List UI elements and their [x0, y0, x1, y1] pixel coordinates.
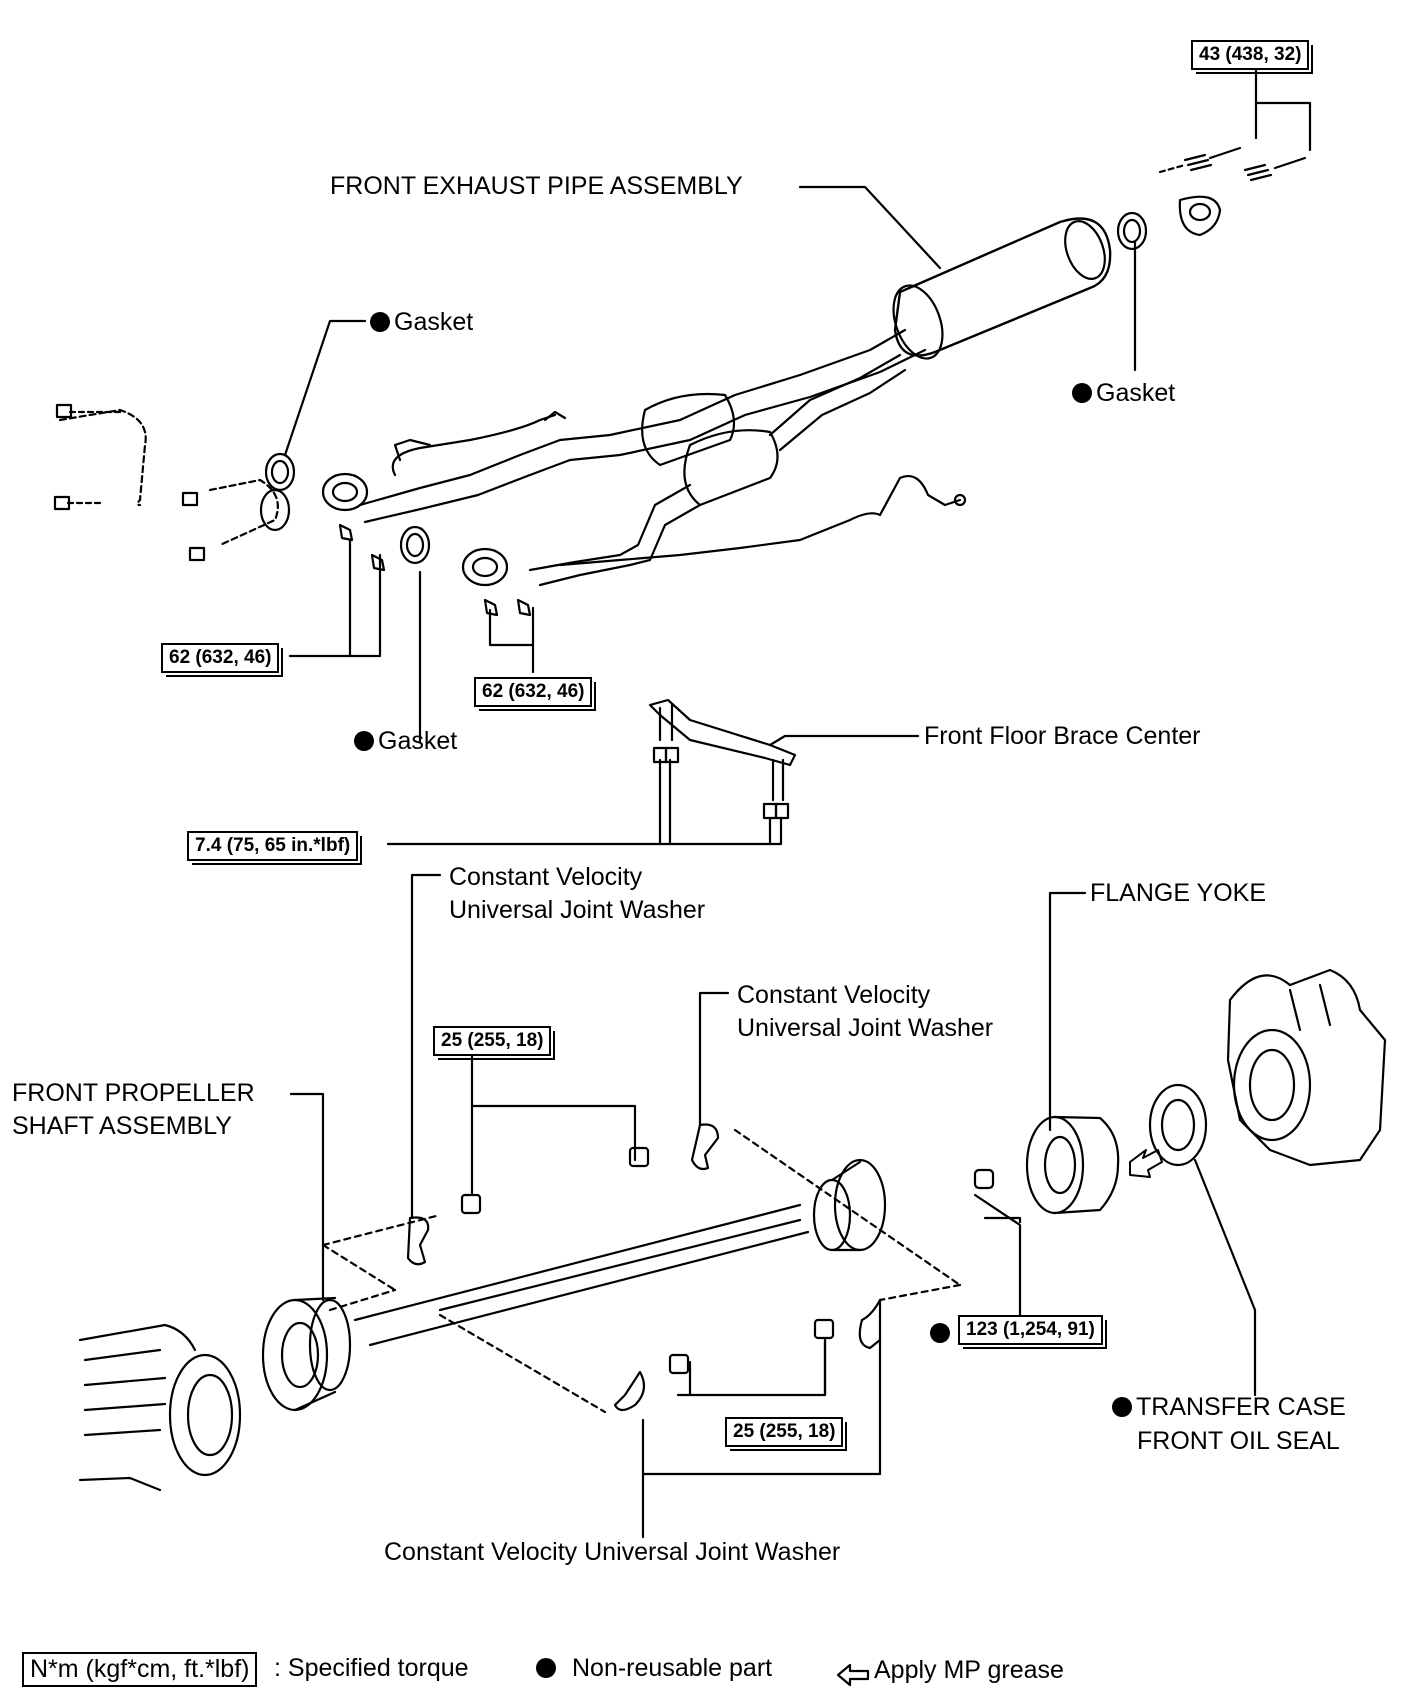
nonreusable-icon: [1112, 1397, 1132, 1417]
front-exhaust-pipe-assembly-shape: [53, 146, 1307, 617]
legend-torque-unit: N*m (kgf*cm, ft.*lbf): [22, 1652, 258, 1687]
torque-brace: 7.4 (75, 65 in.*lbf): [187, 831, 363, 865]
front-floor-brace-center-shape: [648, 698, 797, 820]
front-exhaust-pipe-label: FRONT EXHAUST PIPE ASSEMBLY: [330, 172, 743, 200]
filled-circle-icon: [536, 1658, 556, 1678]
torque-exhaust-right: 62 (632, 46): [474, 677, 597, 711]
hollow-arrow-left-icon: [836, 1663, 870, 1687]
front-floor-brace-center-label: Front Floor Brace Center: [924, 722, 1201, 750]
legend-nonreusable: Non-reusable part: [536, 1654, 772, 1683]
flange-yoke-shape: [973, 1115, 1120, 1215]
cv-washer-label-3: Constant Velocity Universal Joint Washer: [384, 1538, 841, 1566]
torque-exhaust-rear: 43 (438, 32): [1191, 40, 1314, 74]
legend-grease: Apply MP grease: [874, 1656, 1064, 1684]
nonreusable-icon: [370, 312, 390, 332]
nonreusable-icon: [1072, 383, 1092, 403]
torque-yoke-nut: 123 (1,254, 91): [958, 1315, 1107, 1349]
gasket-label-upper: Gasket: [370, 307, 473, 337]
front-propeller-label-line2: SHAFT ASSEMBLY: [12, 1112, 232, 1140]
torque-cv-upper: 25 (255, 18): [433, 1026, 556, 1060]
transfer-case-seal-label-line2: FRONT OIL SEAL: [1137, 1427, 1340, 1455]
legend-torque-desc: : Specified torque: [274, 1654, 469, 1682]
cv-washer-label-1-line1: Constant Velocity: [449, 863, 643, 891]
transfer-case-seal-label-line1: TRANSFER CASE: [1112, 1392, 1346, 1422]
cv-washer-label-1-line2: Universal Joint Washer: [449, 896, 706, 924]
front-propeller-shaft-shape: [78, 1123, 962, 1492]
yoke-nut-nonreusable: [930, 1318, 954, 1348]
flange-yoke-label: FLANGE YOKE: [1090, 879, 1266, 907]
gasket-label-lower: Gasket: [354, 726, 457, 756]
nonreusable-icon: [354, 731, 374, 751]
nonreusable-icon: [930, 1323, 950, 1343]
cv-washer-label-2-line2: Universal Joint Washer: [737, 1014, 994, 1042]
transfer-case-shape: [1226, 968, 1387, 1167]
cv-washer-label-2-line1: Constant Velocity: [737, 981, 931, 1009]
transfer-case-oil-seal-shape: [1148, 1083, 1208, 1167]
torque-exhaust-left: 62 (632, 46): [161, 643, 284, 677]
grease-arrow-icon: [1129, 1149, 1163, 1178]
torque-cv-lower: 25 (255, 18): [725, 1417, 848, 1451]
front-propeller-label-line1: FRONT PROPELLER: [12, 1079, 255, 1107]
leader-lines: [283, 68, 1312, 1539]
gasket-label-right: Gasket: [1072, 378, 1175, 408]
